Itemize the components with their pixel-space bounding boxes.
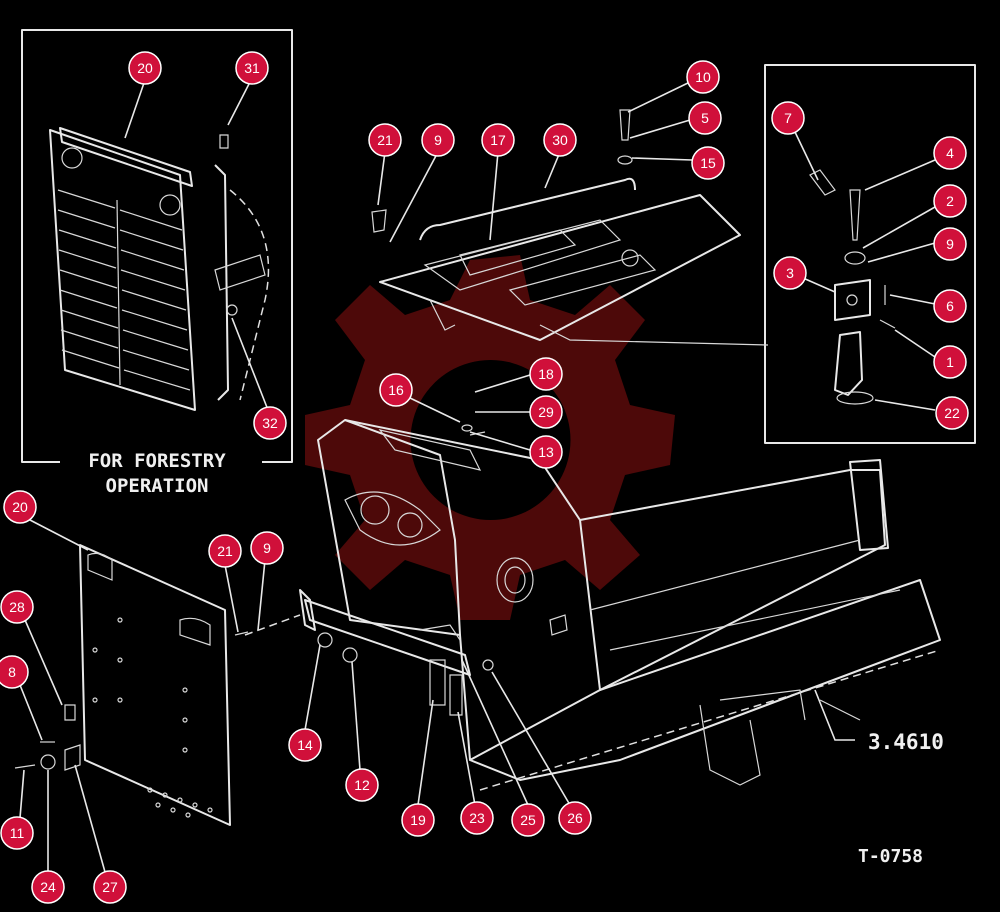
svg-text:20: 20	[12, 499, 28, 515]
front-panel	[14, 544, 494, 826]
callout-14: 14	[288, 728, 322, 762]
callout-10: 10	[686, 60, 720, 94]
cover-plate	[371, 109, 769, 346]
callout-20-a: 20	[128, 51, 162, 85]
svg-text:25: 25	[520, 812, 536, 828]
svg-text:7: 7	[784, 110, 792, 126]
svg-text:5: 5	[701, 110, 709, 126]
svg-text:20: 20	[137, 60, 153, 76]
callout-9-a: 9	[421, 123, 455, 157]
callout-3: 3	[773, 256, 807, 290]
callout-4: 4	[933, 136, 967, 170]
callout-26: 26	[558, 801, 592, 835]
callout-12: 12	[345, 768, 379, 802]
svg-text:1: 1	[946, 354, 954, 370]
svg-text:14: 14	[297, 737, 313, 753]
svg-text:30: 30	[552, 132, 568, 148]
svg-text:19: 19	[410, 812, 426, 828]
callout-27: 27	[93, 870, 127, 904]
callout-1: 1	[933, 345, 967, 379]
figure-number: T-0758	[858, 846, 923, 867]
svg-text:16: 16	[388, 382, 404, 398]
callout-21-b: 21	[208, 534, 242, 568]
callout-5: 5	[688, 101, 722, 135]
frame-rail	[469, 459, 941, 791]
callout-18: 18	[529, 357, 563, 391]
svg-text:28: 28	[9, 599, 25, 615]
svg-text:21: 21	[217, 543, 233, 559]
callout-29: 29	[529, 395, 563, 429]
callout-15: 15	[691, 146, 725, 180]
callout-28: 28	[0, 590, 34, 624]
svg-text:8: 8	[8, 664, 16, 680]
latch-detail-inset	[764, 64, 976, 444]
svg-text:9: 9	[946, 236, 954, 252]
reference-number: 3.4610	[868, 730, 944, 754]
svg-text:9: 9	[263, 540, 271, 556]
svg-text:24: 24	[40, 879, 56, 895]
callout-23: 23	[460, 801, 494, 835]
svg-text:29: 29	[538, 404, 554, 420]
callout-11: 11	[0, 816, 34, 850]
callout-24: 24	[31, 870, 65, 904]
svg-text:22: 22	[944, 405, 960, 421]
callout-21-a: 21	[368, 123, 402, 157]
forestry-inset	[21, 29, 293, 463]
svg-text:6: 6	[946, 298, 954, 314]
svg-text:27: 27	[102, 879, 118, 895]
svg-text:15: 15	[700, 155, 716, 171]
svg-text:18: 18	[538, 366, 554, 382]
svg-text:9: 9	[434, 132, 442, 148]
callout-16: 16	[379, 373, 413, 407]
callout-7: 7	[771, 101, 805, 135]
svg-text:26: 26	[567, 810, 583, 826]
svg-text:32: 32	[262, 415, 278, 431]
svg-text:2: 2	[946, 193, 954, 209]
callout-9-b: 9	[933, 227, 967, 261]
svg-text:12: 12	[354, 777, 370, 793]
leader-lines	[19, 79, 936, 873]
callout-13: 13	[529, 435, 563, 469]
svg-text:21: 21	[377, 132, 393, 148]
callout-6: 6	[933, 289, 967, 323]
svg-text:31: 31	[244, 60, 260, 76]
svg-text:3: 3	[786, 265, 794, 281]
callout-17: 17	[481, 123, 515, 157]
callout-25: 25	[511, 803, 545, 837]
svg-text:11: 11	[10, 825, 25, 841]
callout-31: 31	[235, 51, 269, 85]
watermark-gear-icon	[305, 255, 675, 620]
callout-8: 8	[0, 655, 29, 689]
svg-text:17: 17	[490, 132, 506, 148]
callout-32: 32	[253, 406, 287, 440]
svg-text:13: 13	[538, 444, 554, 460]
svg-text:10: 10	[695, 69, 711, 85]
callout-30: 30	[543, 123, 577, 157]
svg-text:23: 23	[469, 810, 485, 826]
callout-19: 19	[401, 803, 435, 837]
inset-label-line2: OPERATION	[106, 475, 209, 497]
inset-label-line1: FOR FORESTRY	[88, 450, 226, 472]
callout-2: 2	[933, 184, 967, 218]
svg-text:4: 4	[946, 145, 954, 161]
callout-20-b: 20	[3, 490, 37, 524]
callout-22: 22	[935, 396, 969, 430]
callout-9-c: 9	[250, 531, 284, 565]
